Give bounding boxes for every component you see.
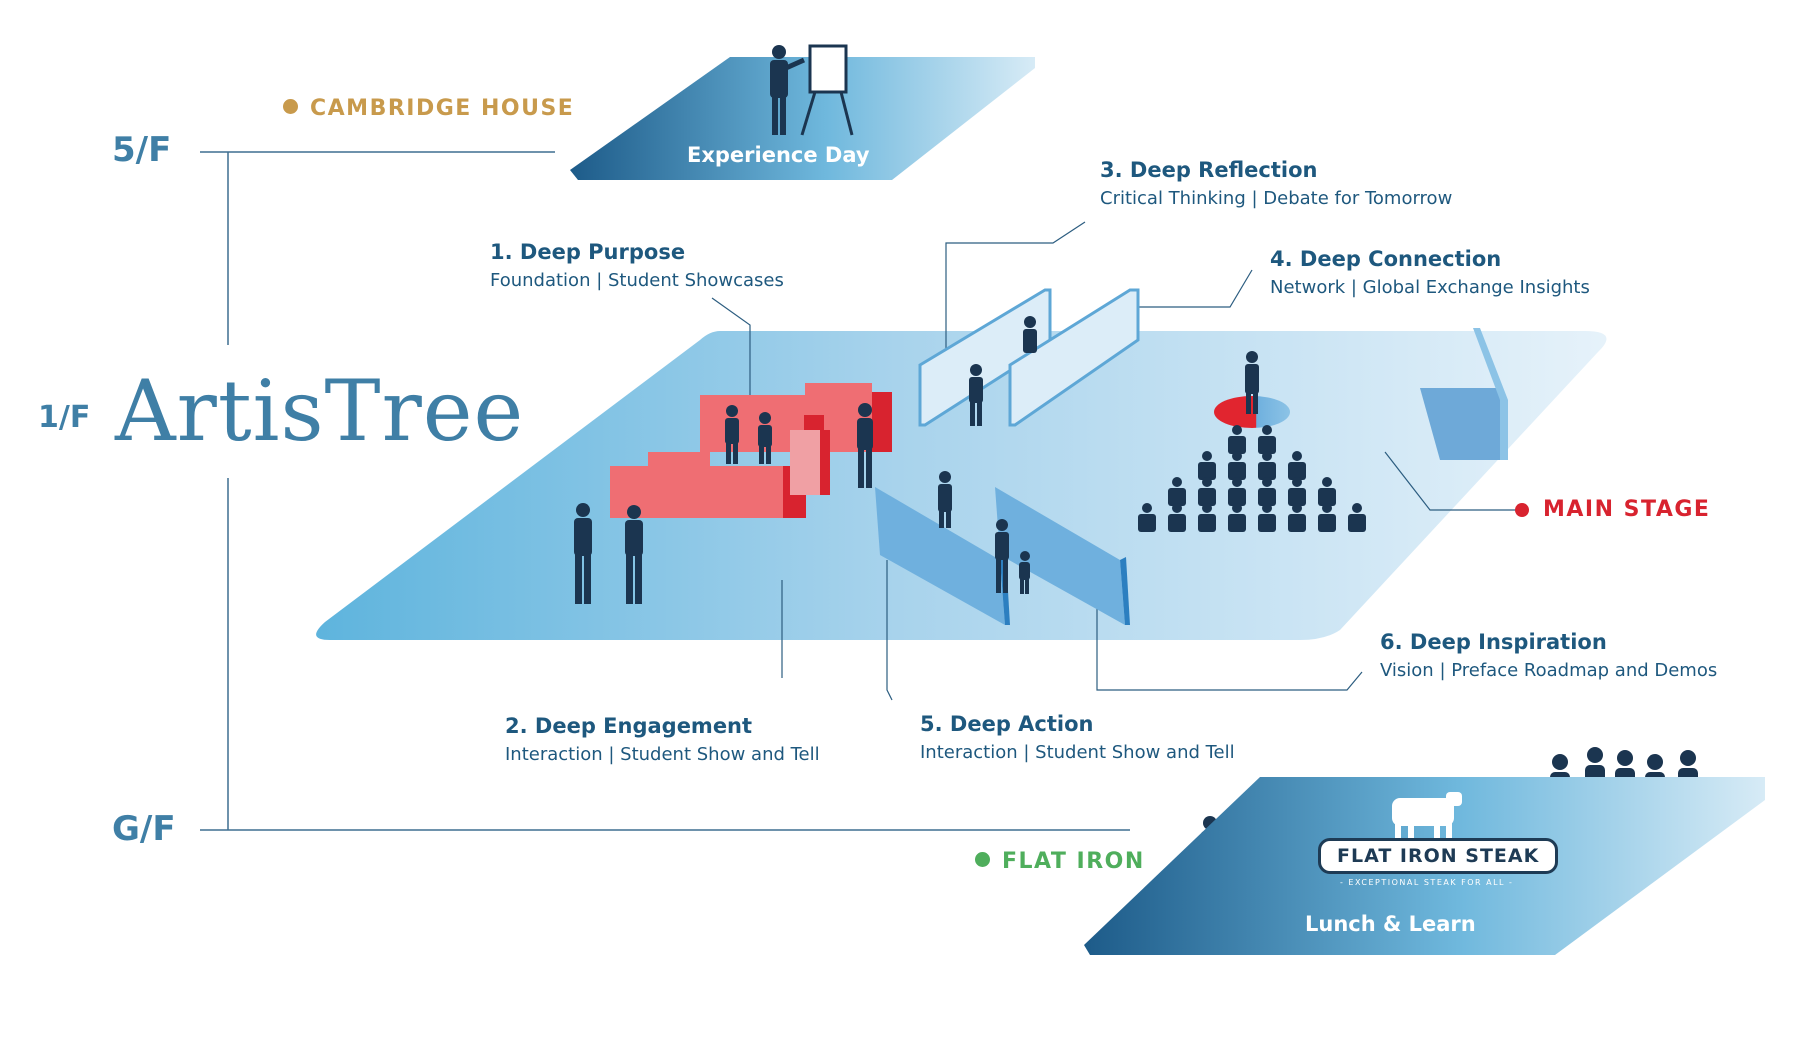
lunch-and-learn-label: Lunch & Learn bbox=[1305, 912, 1476, 936]
audience-member bbox=[1198, 451, 1216, 480]
step-3-callout: 3. Deep Reflection Critical Thinking | D… bbox=[1100, 158, 1452, 209]
floor-label-1f: 1/F bbox=[38, 400, 91, 435]
step-title: 5. Deep Action bbox=[920, 712, 1094, 736]
person-silhouette bbox=[1019, 551, 1030, 594]
experience-day-label: Experience Day bbox=[687, 143, 870, 167]
step-title: 3. Deep Reflection bbox=[1100, 158, 1318, 182]
presenter-icon bbox=[770, 45, 806, 135]
audience-member bbox=[1168, 503, 1186, 532]
person-silhouette bbox=[969, 364, 983, 426]
audience-member bbox=[1228, 503, 1246, 532]
person-silhouette bbox=[725, 405, 739, 464]
floor-label-gf: G/F bbox=[112, 809, 176, 849]
floor-axis bbox=[200, 151, 1130, 831]
step-1-callout: 1. Deep Purpose Foundation | Student Sho… bbox=[490, 240, 784, 291]
partition-walls bbox=[875, 288, 1508, 625]
audience-member bbox=[1168, 477, 1186, 506]
flip-chart-icon bbox=[800, 44, 854, 136]
step-title: 4. Deep Connection bbox=[1270, 247, 1502, 271]
person-silhouette bbox=[1023, 316, 1037, 353]
step-subtitle: Foundation | Student Showcases bbox=[490, 270, 784, 291]
audience-member bbox=[1288, 503, 1306, 532]
main-stage-label: MAIN STAGE bbox=[1543, 497, 1711, 522]
audience-member bbox=[1288, 451, 1306, 480]
step-5-callout: 5. Deep Action Interaction | Student Sho… bbox=[920, 712, 1235, 763]
main-stage-spot bbox=[1214, 396, 1290, 428]
cambridge-house-label: CAMBRIDGE HOUSE bbox=[283, 96, 574, 121]
step-subtitle: Interaction | Student Show and Tell bbox=[505, 744, 820, 765]
flat-iron-text: FLAT IRON bbox=[1002, 849, 1145, 874]
step-title: 1. Deep Purpose bbox=[490, 240, 686, 264]
flat-iron-steak-tagline: - EXCEPTIONAL STEAK FOR ALL - bbox=[1340, 878, 1514, 887]
step-title: 2. Deep Engagement bbox=[505, 714, 753, 738]
audience-member bbox=[1198, 503, 1216, 532]
person-silhouette bbox=[857, 403, 873, 488]
audience-member bbox=[1318, 503, 1336, 532]
audience-member bbox=[1258, 451, 1276, 480]
audience-member bbox=[1318, 477, 1336, 506]
flat-iron-label: FLAT IRON bbox=[975, 849, 1145, 874]
person-silhouette bbox=[1245, 351, 1259, 414]
audience-member bbox=[1288, 477, 1306, 506]
step-4-callout: 4. Deep Connection Network | Global Exch… bbox=[1270, 247, 1590, 298]
audience-member bbox=[1258, 477, 1276, 506]
experience-day-platform bbox=[570, 57, 1035, 180]
step-subtitle: Interaction | Student Show and Tell bbox=[920, 742, 1235, 763]
flat-iron-dot-icon bbox=[975, 852, 990, 867]
person-silhouette bbox=[758, 412, 772, 464]
cambridge-dot-icon bbox=[283, 99, 298, 114]
step-subtitle: Vision | Preface Roadmap and Demos bbox=[1380, 660, 1718, 681]
audience-member bbox=[1228, 477, 1246, 506]
audience-member bbox=[1258, 503, 1276, 532]
step-subtitle: Critical Thinking | Debate for Tomorrow bbox=[1100, 188, 1453, 209]
audience-member bbox=[1198, 477, 1216, 506]
audience-member bbox=[1258, 425, 1276, 454]
red-booths bbox=[610, 383, 892, 518]
artistree-logo: ArtisTree bbox=[115, 362, 525, 460]
step-title: 6. Deep Inspiration bbox=[1380, 630, 1607, 654]
audience-member bbox=[1228, 451, 1246, 480]
flat-iron-steak-badge: FLAT IRON STEAK bbox=[1318, 838, 1559, 874]
audience-member bbox=[1138, 503, 1156, 532]
person-silhouette bbox=[995, 519, 1009, 593]
floor-label-5f: 5/F bbox=[112, 130, 172, 170]
step-subtitle: Network | Global Exchange Insights bbox=[1270, 277, 1590, 298]
step-6-callout: 6. Deep Inspiration Vision | Preface Roa… bbox=[1380, 630, 1717, 681]
audience-member bbox=[1348, 503, 1366, 532]
audience-seats bbox=[1138, 425, 1366, 532]
callout-lines bbox=[711, 221, 1518, 701]
person-silhouette bbox=[574, 503, 592, 604]
cambridge-house-text: CAMBRIDGE HOUSE bbox=[310, 96, 575, 121]
step-2-callout: 2. Deep Engagement Interaction | Student… bbox=[505, 714, 820, 765]
cow-icon bbox=[1392, 792, 1462, 838]
person-silhouette bbox=[625, 505, 643, 604]
main-stage-marker bbox=[1515, 503, 1529, 517]
audience-member bbox=[1228, 425, 1246, 454]
person-silhouette bbox=[938, 471, 952, 528]
